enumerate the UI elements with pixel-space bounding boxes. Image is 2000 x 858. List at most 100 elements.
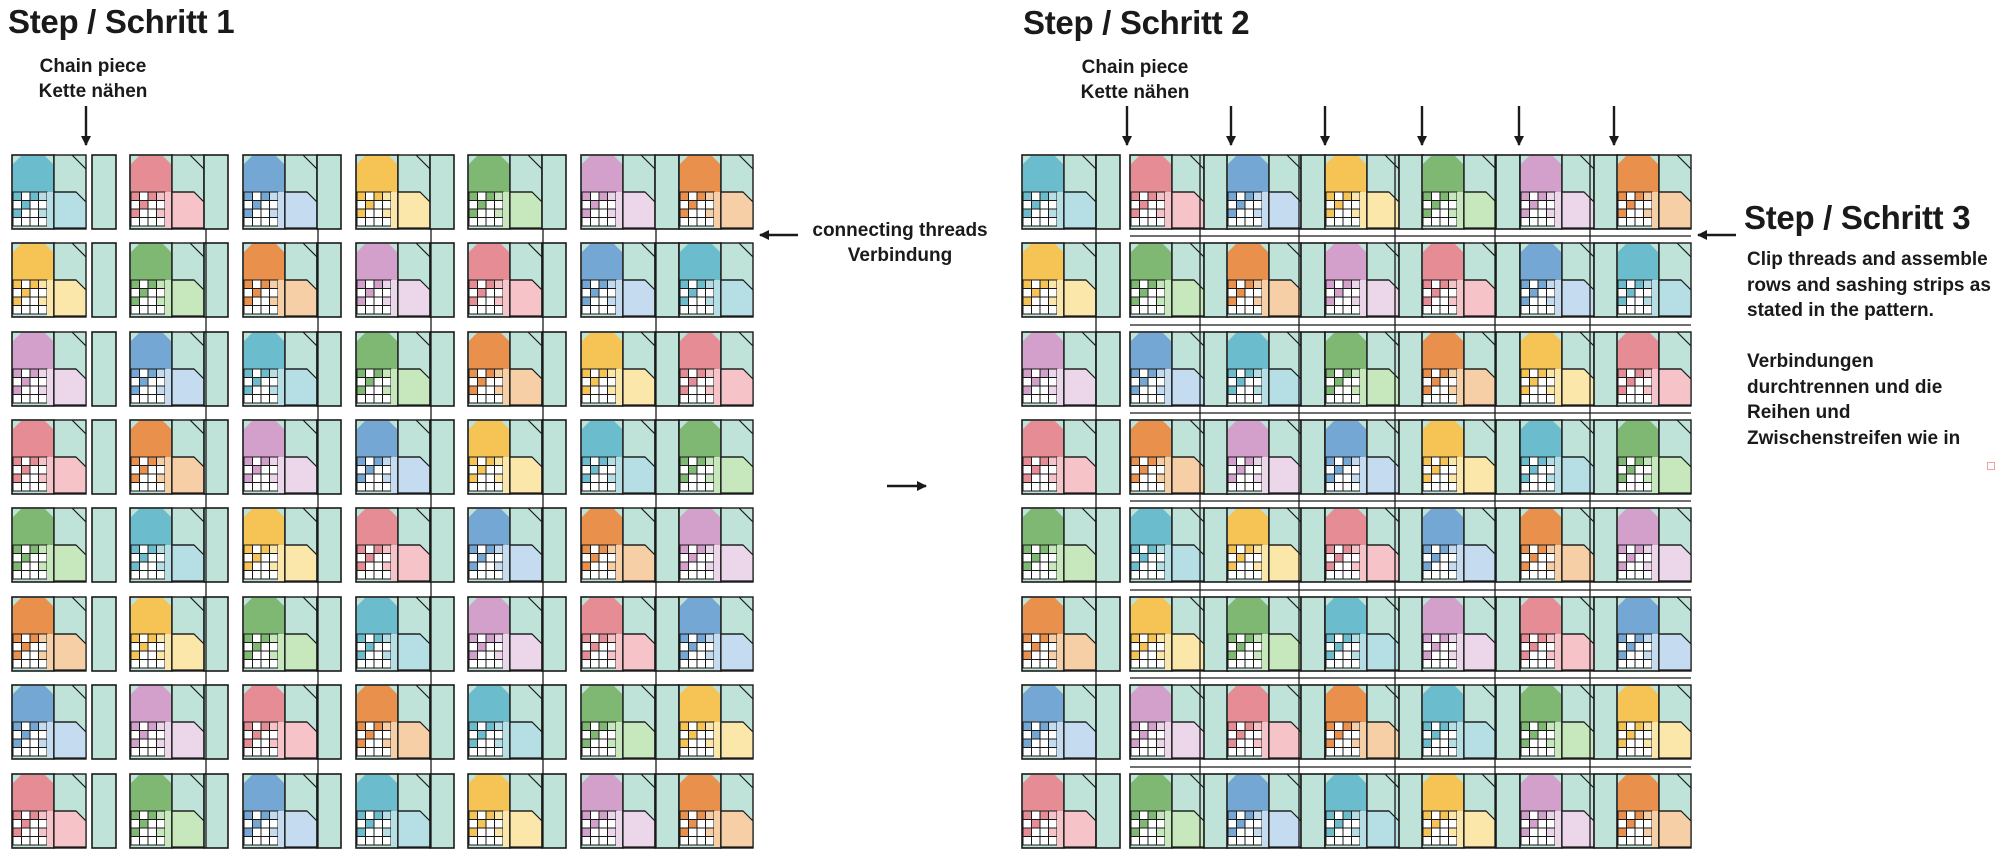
window-cell [1147,217,1157,227]
window-cell [1351,633,1361,643]
window-cell [688,642,698,652]
window-cell [1422,642,1432,652]
window-cell [581,385,591,395]
sashing-unit [1268,773,1302,849]
window-cell [1139,730,1149,740]
window-cell [1139,810,1149,820]
window-cell [1253,810,1263,820]
window-cell [581,633,591,643]
window-cell [477,570,487,580]
door-fabric [509,633,543,671]
seam-diagonal [527,242,543,258]
door-fabric [1171,279,1205,317]
window-cell [147,810,157,820]
sashing-unit [509,684,543,760]
door-panel [165,722,171,758]
window-cell [1139,394,1149,404]
window-cell [1448,217,1458,227]
window-cell [373,730,383,740]
roof-shape [13,509,53,545]
window-cell [139,721,149,731]
window-cell [1156,642,1166,652]
window-cell [12,659,22,669]
window-cell [356,208,366,218]
door-panel [391,545,397,581]
window-cell [29,570,39,580]
window-cell [1529,305,1539,315]
window-cell [243,544,253,554]
window-cell [598,827,608,837]
window-cell [1439,473,1449,483]
window-cell [696,561,706,571]
window-cell [269,810,279,820]
window-cell [1022,394,1032,404]
window-cell [147,747,157,757]
sashing-unit [1658,331,1692,407]
seam-diagonal [1481,507,1497,523]
window-cell [696,279,706,289]
window-cell [1244,279,1254,289]
window-cell [1039,217,1049,227]
sashing-strip [316,773,342,849]
sashing-strip [316,684,342,760]
window-cell [156,191,166,201]
window-cell [1634,200,1644,210]
window-cell [1342,561,1352,571]
window-cell [156,730,166,740]
door-panel [1262,280,1268,316]
door-panel [1555,192,1561,228]
window-cell [38,721,48,731]
window-cell [1227,385,1237,395]
sashing-strip [1300,331,1326,407]
window-cell [1334,385,1344,395]
window-cell [494,217,504,227]
window-cell [1431,465,1441,475]
window-cell [21,738,31,748]
sashing-strip [1495,684,1521,760]
window-cell [1139,456,1149,466]
door-fabric [1268,544,1302,582]
window-cell [1031,650,1041,660]
window-cell [1022,385,1032,395]
seam-diagonal [527,596,543,612]
house-block [129,242,173,318]
window-cell [1529,394,1539,404]
door-fabric [1463,191,1497,229]
sashing-strip [203,154,229,230]
window-cell [1439,200,1449,210]
window-cell [252,827,262,837]
window-cell [1448,642,1458,652]
door-panel [714,722,720,758]
sashing-unit [171,684,205,760]
window-cell [1334,465,1344,475]
sashing-unit [284,684,318,760]
window-cell [477,200,487,210]
window-cell [1236,288,1246,298]
window-cell [1031,570,1041,580]
window-cell [356,721,366,731]
window-cell [1227,642,1237,652]
window-cell [38,465,48,475]
window-cell [1342,296,1352,306]
window-cell [1448,819,1458,829]
house-block [1129,154,1173,230]
house-block [11,507,55,583]
window-cell [1431,544,1441,554]
window-cell [1431,827,1441,837]
window-cell [1048,377,1058,387]
house-block [678,684,722,760]
window-cell [1351,642,1361,652]
window-cell [1031,730,1041,740]
window-cell [130,296,140,306]
window-cell [1351,279,1361,289]
window-cell [1147,738,1157,748]
step2-chain-label-de: Kette nähen [1080,82,1190,103]
window-cell [1351,217,1361,227]
sashing-strip [1495,242,1521,318]
window-cell [696,385,706,395]
seam-diagonal [302,331,318,347]
window-cell [696,217,706,227]
sashing-unit [53,242,87,318]
door-fabric [509,456,543,494]
window-cell [1626,200,1636,210]
